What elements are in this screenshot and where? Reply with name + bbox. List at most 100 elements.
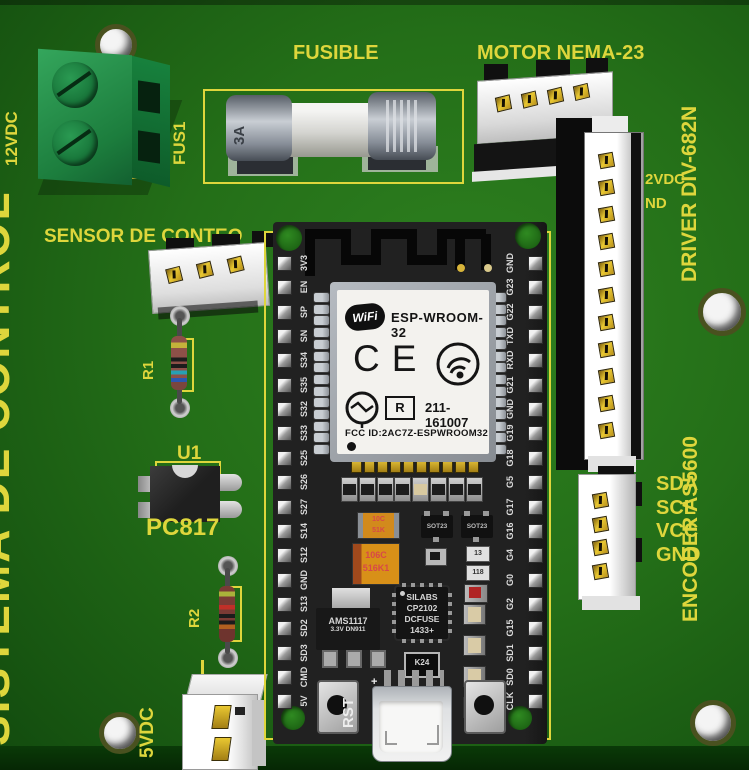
esp-pin: S14 (277, 523, 309, 539)
u1-chip-body (150, 465, 220, 522)
encoder-pin-label: VCC (656, 520, 699, 542)
screw-slot (56, 70, 92, 98)
module-dot (347, 442, 356, 451)
regulator-mark: 3.3V DN911 (330, 626, 366, 633)
esp-pin: 3V3 (277, 255, 309, 271)
driver-label: DRIVER DIV-682N (678, 105, 701, 282)
module-pad (313, 303, 330, 315)
esp-pin: S33 (277, 425, 309, 441)
sensor-pin (165, 265, 184, 285)
motor-pin (546, 86, 565, 105)
antenna-feed-pad (484, 264, 492, 272)
esp-pin-pad (277, 621, 292, 637)
mounting-hole-bottom-left (99, 712, 141, 754)
module-pad (313, 373, 330, 385)
driver-pin (597, 205, 616, 224)
esp-pin: CLK (505, 692, 543, 711)
module-cert-number: 211-161007 (425, 400, 469, 430)
esp-pin: S34 (277, 352, 309, 369)
sensor-pin (226, 255, 245, 274)
smd-resistor (358, 477, 376, 502)
sot23-transistor: SOT23 (461, 511, 493, 542)
driver-connector-tab (592, 116, 628, 134)
esp-pin: G21 (505, 376, 543, 393)
esp-hole (281, 706, 305, 730)
encoder-pin-label: GND (656, 543, 701, 566)
tantalum-cap-large: 106C 516K1 (352, 543, 400, 585)
r1-label: R1 (140, 360, 157, 380)
regulator-body: AMS1117 3.3V DN911 (316, 608, 380, 650)
power-5v-pin (211, 705, 232, 729)
esp-pin: SD2 (277, 620, 309, 637)
esp-pin-pad (277, 353, 292, 369)
antenna-feed-pad (457, 264, 465, 272)
module-pad (313, 432, 330, 444)
esp-pin: GND (277, 570, 309, 590)
driver-pin (597, 367, 616, 386)
esp-pin-pad (528, 499, 543, 515)
esp-pin-pad (277, 548, 292, 564)
fuse-cap-ridge (393, 100, 396, 152)
r1-pad-bottom (170, 398, 190, 418)
esp-pin-pad (277, 669, 292, 685)
esp-pin: G2 (505, 596, 543, 612)
usb-bridge-chip: SILABS CP2102 DCFUSE 1433+ (392, 583, 452, 643)
boot-button (464, 680, 506, 734)
esp-pin: G15 (505, 620, 543, 637)
micro-usb-connector (372, 686, 452, 762)
encoder-pin (591, 562, 610, 580)
usb-pins (384, 670, 444, 686)
r2-silk-bracket (230, 586, 242, 642)
smd-resistor (447, 477, 465, 502)
driver-connector-body (584, 132, 644, 460)
r1-silk-bracket (182, 338, 194, 392)
driver-pin (597, 313, 616, 332)
driver-pin (597, 232, 616, 251)
encoder-pin-label: SCL (656, 496, 696, 519)
esp-pin: S25 (277, 450, 309, 466)
esp-pin: S27 (277, 499, 309, 515)
fuse-ref-label: FUS1 (170, 121, 189, 165)
smd-capacitor (463, 604, 486, 625)
fuse-name-label: FUSIBLE (293, 42, 379, 64)
esp-pin-pad (277, 596, 292, 612)
red-led (464, 584, 488, 603)
esp-pin-pad (277, 450, 292, 466)
fuse-cap-ridge (386, 100, 389, 152)
u1-ref-label: U1 (177, 443, 202, 464)
r2-pad-bottom (218, 648, 238, 668)
esp-pin-pad (277, 304, 292, 320)
esp-pin-pad (528, 548, 543, 564)
module-pad (313, 409, 330, 420)
module-pad (313, 444, 330, 456)
module-model-label: ESP-WROOM-32 (391, 310, 484, 340)
esp-pin: G17 (505, 498, 543, 515)
fuse-cap-ridges (386, 100, 426, 152)
esp-pin-pad (277, 329, 292, 345)
fuse-cap-right (368, 92, 436, 160)
esp-pin: S13 (277, 596, 309, 612)
esp-pin-pad (528, 475, 543, 491)
smd-resistor (376, 477, 394, 502)
board-top-edge (0, 0, 749, 5)
usb-polarity-mark: + (371, 676, 378, 688)
esp-pin-pad (528, 353, 543, 369)
power-5v-pin (211, 737, 232, 761)
driver-pins (597, 151, 619, 453)
module-pad (313, 350, 330, 362)
cap-mark: 51K (372, 527, 385, 534)
regulator-mark: AMS1117 (328, 616, 368, 626)
fuse-cap-left (226, 95, 292, 161)
esp-pin-label: 5V (299, 695, 309, 707)
cap-mark: 106C (365, 550, 387, 560)
esp-pin-pad (277, 377, 292, 393)
encoder-pin (591, 491, 610, 510)
module-pad (313, 327, 330, 339)
regulator-leg (370, 650, 386, 668)
esp-pin-pad (528, 621, 543, 637)
esp-pin-pad (528, 280, 543, 296)
smd-resistor-marked: 13 (466, 546, 490, 562)
power-5v-connector-body (182, 694, 258, 770)
u1-notch (172, 465, 198, 478)
esp-pin: CMD (277, 667, 309, 687)
